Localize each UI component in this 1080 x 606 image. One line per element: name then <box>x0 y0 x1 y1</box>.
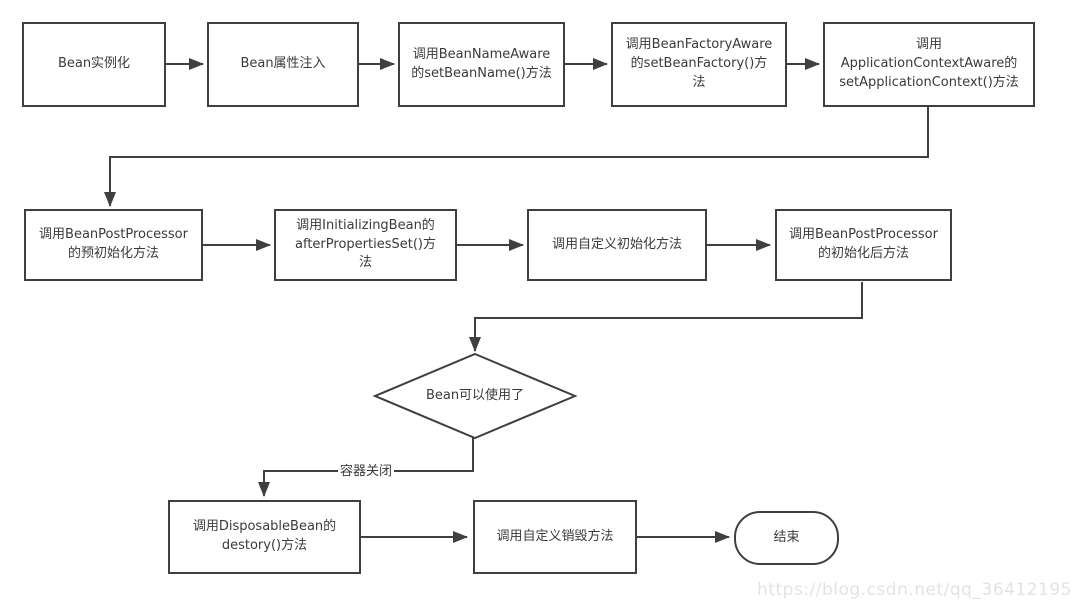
edge-label-container-close: 容器关闭 <box>338 464 395 479</box>
node-post-initialization: 调用BeanPostProcessor 的初始化后方法 <box>775 209 952 281</box>
node-label: 调用BeanPostProcessor 的初始化后方法 <box>789 227 938 261</box>
node-label: 调用BeanFactoryAware 的setBeanFactory()方 法 <box>625 37 773 90</box>
node-bean-property-injection: Bean属性注入 <box>207 22 359 107</box>
node-label: 结束 <box>773 529 800 545</box>
node-label: Bean实例化 <box>57 56 131 72</box>
node-label: 调用InitializingBean的 afterPropertiesSet()… <box>295 217 436 271</box>
node-label: 调用DisposableBean的 destory()方法 <box>192 519 337 553</box>
node-after-properties-set: 调用InitializingBean的 afterPropertiesSet()… <box>274 209 457 281</box>
node-custom-init: 调用自定义初始化方法 <box>527 209 707 281</box>
node-bean-ready: Bean可以使用了 <box>385 378 565 414</box>
decision-diamond-shape <box>372 352 578 440</box>
node-label: Bean可以使用了 <box>425 387 525 403</box>
node-end: 结束 <box>734 511 839 565</box>
node-label: 调用自定义销毁方法 <box>496 528 614 544</box>
node-destroy-disposable: 调用DisposableBean的 destory()方法 <box>168 500 361 574</box>
node-set-application-context: 调用 ApplicationContextAware的 setApplicati… <box>823 22 1035 107</box>
watermark-url: https://blog.csdn.net/qq_36412195 <box>757 580 1072 600</box>
node-set-bean-factory: 调用BeanFactoryAware 的setBeanFactory()方 法 <box>611 22 787 107</box>
node-set-bean-name: 调用BeanNameAware 的setBeanName()方法 <box>398 22 565 107</box>
node-label: 调用 ApplicationContextAware的 setApplicati… <box>839 37 1019 90</box>
node-label: 调用自定义初始化方法 <box>551 236 682 252</box>
node-label: 调用BeanNameAware 的setBeanName()方法 <box>411 46 552 81</box>
edge-setapplicationcontext-to-preinit <box>104 107 929 207</box>
node-label: 调用BeanPostProcessor 的预初始化方法 <box>39 227 188 261</box>
node-bean-instantiation: Bean实例化 <box>22 22 166 107</box>
edge-postinit-to-beanready <box>469 282 863 352</box>
node-custom-destroy: 调用自定义销毁方法 <box>473 500 637 574</box>
node-label: Bean属性注入 <box>240 56 326 72</box>
node-pre-initialization: 调用BeanPostProcessor 的预初始化方法 <box>24 209 203 281</box>
